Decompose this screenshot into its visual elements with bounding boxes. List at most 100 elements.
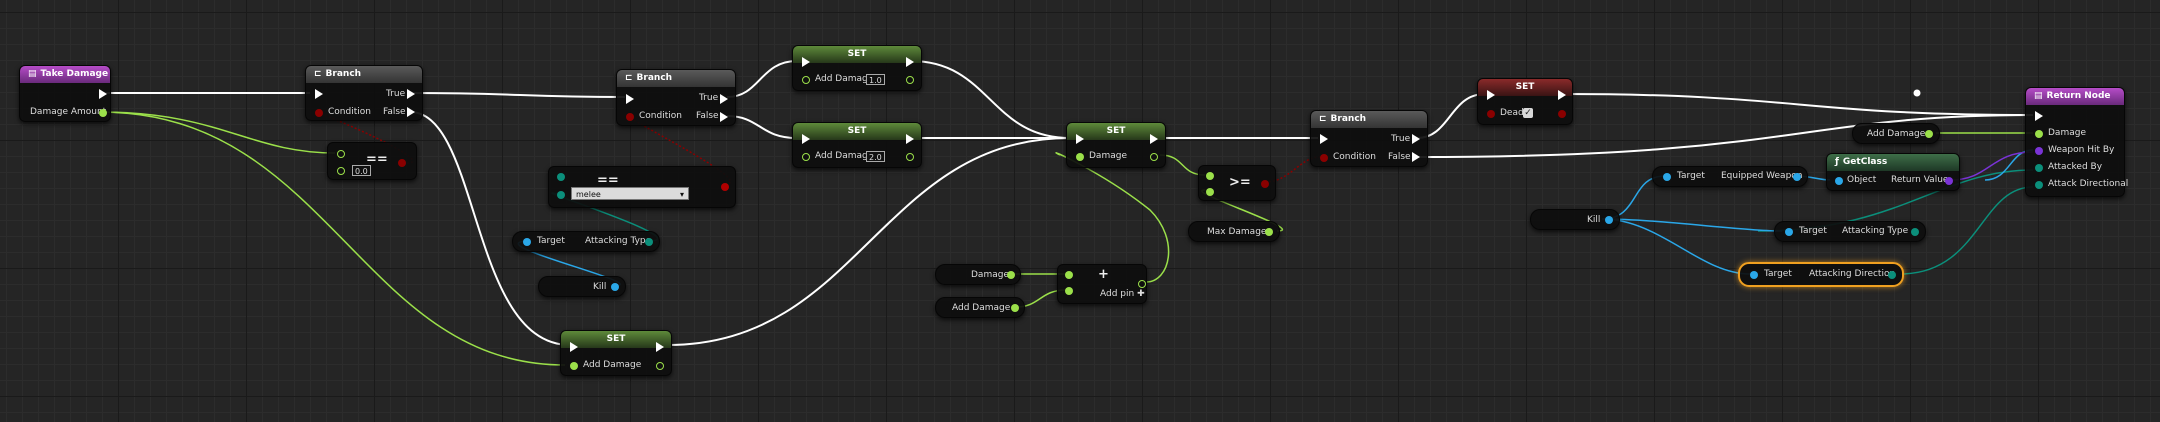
exec-out-pin[interactable] [99,89,107,99]
eqenum-output-pin[interactable] [721,183,729,191]
return-node[interactable]: ▤Return Node Damage Weapon Hit By Attack… [2025,87,2128,197]
gte-input-a-pin[interactable] [1206,172,1214,180]
equipped-output-pin[interactable] [1793,173,1801,181]
equipped-target-pin[interactable] [1663,173,1671,181]
set-one-exec-out[interactable] [906,57,914,67]
equipped-target-label: Target [1677,171,1705,181]
direction-target-pin[interactable] [1750,271,1758,279]
kill2-output-pin[interactable] [1605,216,1613,224]
set-damage-input-pin[interactable] [1076,153,1084,161]
set-two-value-box[interactable]: 2.0 [866,151,885,162]
return-damage-pin[interactable] [2035,130,2043,138]
kill-variable-1[interactable]: Kill [538,276,626,297]
set-two-exec-out[interactable] [906,134,914,144]
add-pin-button[interactable]: Add pin ✚ [1100,289,1145,300]
branch2-false-pin[interactable] [720,112,728,122]
branch-node-3[interactable]: ⊏Branch Condition True False [1310,110,1428,167]
set-bottom-exec-in[interactable] [570,342,578,352]
max-damage-variable[interactable]: Max Damage [1188,221,1280,242]
set-damage-exec-out[interactable] [1150,134,1158,144]
branch2-exec-in[interactable] [626,94,634,104]
attacking-type1-output-pin[interactable] [645,238,653,246]
set-dead-input-pin[interactable] [1487,110,1495,118]
eqenum-input-b-pin[interactable] [557,191,565,199]
return-exec-in[interactable] [2035,111,2043,121]
branch1-condition-pin[interactable] [315,109,323,117]
equipped-weapon-getter[interactable]: Target Equipped Weapon [1652,166,1808,187]
eq-value-box[interactable]: 0.0 [352,165,371,176]
getclass-output-pin[interactable] [1945,177,1953,185]
set-bottom-input-pin[interactable] [570,362,578,370]
attacking-type2-target-pin[interactable] [1785,228,1793,236]
branch1-true-pin[interactable] [407,89,415,99]
attacking-type-getter-1[interactable]: Target Attacking Type [512,231,660,252]
set-add-damage-bottom[interactable]: SET Add Damage [560,330,672,376]
set-two-input-pin[interactable] [802,153,810,161]
greater-equal-node[interactable]: >= [1198,165,1276,201]
eq-input-a-pin[interactable] [337,150,345,158]
branch3-exec-in[interactable] [1320,134,1328,144]
attacking-direction-getter[interactable]: Target Attacking Direction [1738,262,1904,287]
take-damage-node[interactable]: ▤Take Damage Damage Amount [19,65,111,122]
eq-input-b-pin[interactable] [337,167,345,175]
set-two-output-pin[interactable] [906,153,914,161]
damage-variable[interactable]: Damage [935,264,1021,285]
damage-var-output-pin[interactable] [1007,271,1015,279]
attacking-type-getter-2[interactable]: Target Attacking Type [1774,221,1926,242]
set-dead-output-pin[interactable] [1558,110,1566,118]
attacking-type1-target-pin[interactable] [523,238,531,246]
gte-output-pin[interactable] [1261,180,1269,188]
add-float-node[interactable]: + Add pin ✚ [1057,264,1147,304]
set-add-damage-two[interactable]: SET Add Damage 2.0 [792,122,922,168]
add-input-a-pin[interactable] [1065,271,1073,279]
attacking-type2-output-pin[interactable] [1911,228,1919,236]
branch-node-2[interactable]: ⊏Branch Condition True False [616,69,736,126]
branch1-exec-in[interactable] [315,89,323,99]
branch-node-1[interactable]: ⊏Branch Condition True False [305,65,423,121]
branch3-true-pin[interactable] [1412,134,1420,144]
return-weapon-hit-by-pin[interactable] [2035,147,2043,155]
branch2-true-pin[interactable] [720,94,728,104]
eqenum-input-a-pin[interactable] [557,173,565,181]
add-damage-variable-2[interactable]: Add Damage [1852,123,1940,144]
branch2-condition-pin[interactable] [626,113,634,121]
equal-enum-node[interactable]: == melee ▾ [548,166,736,208]
kill1-output-pin[interactable] [611,283,619,291]
set-dead-exec-out[interactable] [1558,90,1566,100]
set-damage-output-pin[interactable] [1150,153,1158,161]
branch3-condition-pin[interactable] [1320,154,1328,162]
dead-checkbox[interactable]: ✓ [1523,108,1533,118]
add-output-pin[interactable] [1138,280,1146,288]
set-dead-exec-in[interactable] [1487,90,1495,100]
set-dead-node[interactable]: SET Dead ✓ [1477,78,1573,125]
set-one-output-pin[interactable] [906,76,914,84]
add-input-b-pin[interactable] [1065,287,1073,295]
return-attacked-by-pin[interactable] [2035,164,2043,172]
branch1-false-pin[interactable] [407,107,415,117]
gte-input-b-pin[interactable] [1206,188,1214,196]
set-bottom-output-pin[interactable] [656,362,664,370]
damage-amount-pin[interactable] [99,109,107,117]
equal-float-node[interactable]: 0.0 == [327,142,417,180]
set-two-exec-in[interactable] [802,134,810,144]
return-attack-directional-pin[interactable] [2035,181,2043,189]
add-damage-variable-1[interactable]: Add Damage [935,297,1025,318]
set-damage-node[interactable]: SET Damage [1066,122,1166,168]
set-one-exec-in[interactable] [802,57,810,67]
kill-variable-2[interactable]: Kill [1530,209,1620,230]
add-damage-var2-output-pin[interactable] [1925,130,1933,138]
set-add-damage-one[interactable]: SET Add Damage 1.0 [792,45,922,91]
add-damage-var1-output-pin[interactable] [1011,304,1019,312]
max-damage-output-pin[interactable] [1265,228,1273,236]
set-one-value-box[interactable]: 1.0 [866,74,885,85]
set-bottom-exec-out[interactable] [656,342,664,352]
eq-output-pin[interactable] [398,159,406,167]
set-one-input-pin[interactable] [802,76,810,84]
direction-output-pin[interactable] [1888,271,1896,279]
branch3-false-pin[interactable] [1412,152,1420,162]
eqenum-dropdown[interactable]: melee ▾ [571,187,689,200]
set-damage-exec-in[interactable] [1076,134,1084,144]
getclass-object-pin[interactable] [1835,177,1843,185]
